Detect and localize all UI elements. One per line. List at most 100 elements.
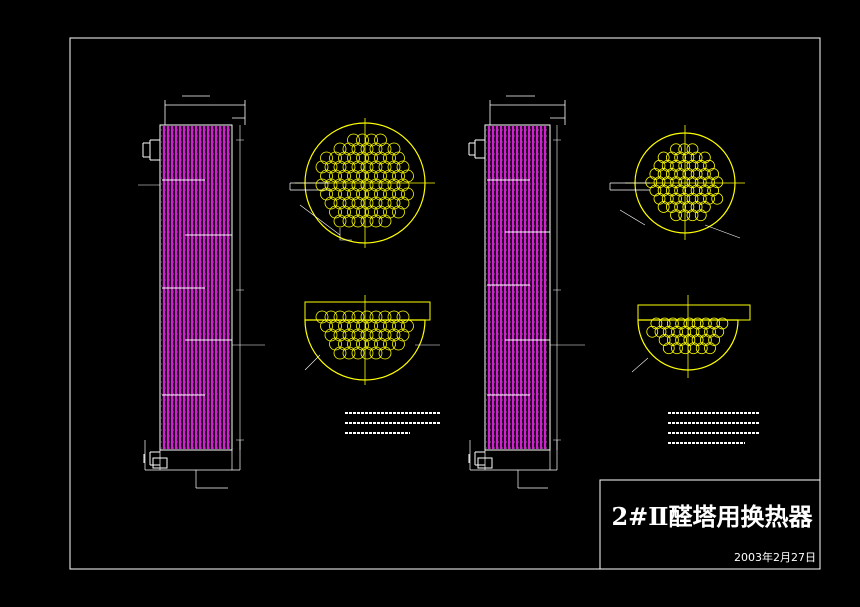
tube-hole-icon — [711, 176, 724, 189]
tube-hole-icon — [674, 168, 687, 180]
tube-hole-icon — [645, 176, 658, 189]
tube-hole-icon — [342, 346, 356, 360]
tube-hole-icon — [387, 178, 401, 192]
nozzle-bottom-left — [143, 451, 160, 466]
tube-hole-icon — [392, 319, 405, 333]
tube-hole-icon — [703, 192, 715, 205]
tube-hole-icon — [678, 192, 691, 205]
tube-hole-icon — [360, 346, 374, 360]
tube-hole-icon — [347, 133, 360, 147]
tube-hole-icon — [356, 151, 369, 165]
tube-hole-icon — [365, 319, 378, 333]
tube-hole-icon — [342, 310, 356, 324]
tube-hole-icon — [347, 169, 360, 183]
tube-hole-icon — [646, 325, 659, 338]
tube-hole-icon — [653, 176, 666, 189]
tube-hole-icon — [662, 342, 675, 355]
tube-hole-icon — [687, 325, 700, 338]
tube-hole-icon — [690, 168, 703, 180]
tube-hole-icon — [329, 337, 342, 351]
tube-hole-icon — [338, 187, 351, 201]
tube-hole-icon — [378, 160, 392, 174]
tube-hole-icon — [649, 168, 662, 180]
tube-hole-icon — [649, 184, 662, 197]
nozzle-top-left — [142, 139, 160, 161]
notes-right — [668, 412, 760, 444]
tube-hole-icon — [682, 151, 695, 164]
tube-hole-icon — [383, 319, 396, 333]
tube-hole-icon — [329, 319, 342, 333]
tube-hole-icon — [342, 178, 356, 192]
tube-hole-icon — [342, 328, 356, 342]
tube-hole-icon — [695, 325, 708, 338]
tubesheet-left-full — [289, 118, 435, 248]
tube-hole-icon — [356, 205, 369, 219]
tube-hole-icon — [674, 151, 687, 164]
support-right — [469, 440, 558, 489]
tube-hole-icon — [396, 328, 410, 342]
tube-hole-icon — [360, 160, 374, 174]
tube-hole-icon — [670, 209, 682, 222]
tube-hole-icon — [694, 192, 707, 205]
tubesheet-right-full — [609, 125, 745, 240]
tube-hole-icon — [351, 310, 365, 324]
tube-hole-icon — [661, 159, 674, 172]
tube-hole-icon — [678, 143, 691, 156]
tube-hole-icon — [378, 328, 392, 342]
tube-hole-icon — [320, 319, 333, 333]
tube-hole-icon — [650, 317, 663, 330]
tube-hole-icon — [686, 159, 699, 172]
tube-hole-icon — [324, 178, 338, 192]
support-foot-left — [152, 457, 168, 469]
dim-top-right — [489, 95, 566, 125]
tube-hole-icon — [694, 176, 707, 189]
tube-hole-icon — [698, 151, 711, 164]
tube-hole-icon — [365, 169, 378, 183]
tube-hole-icon — [347, 151, 360, 165]
tube-hole-icon — [396, 196, 410, 210]
tube-hole-icon — [347, 319, 360, 333]
tube-hole-icon — [683, 334, 696, 346]
tube-hole-icon — [338, 337, 351, 351]
tube-hole-icon — [708, 317, 721, 330]
dim-top-left — [164, 95, 246, 125]
tube-hole-icon — [374, 319, 387, 333]
tube-hole-icon — [360, 214, 374, 228]
tube-hole-icon — [356, 337, 369, 351]
tube-hole-icon — [324, 310, 338, 324]
tube-hole-icon — [679, 325, 692, 338]
tube-hole-icon — [699, 317, 712, 330]
tube-hole-icon — [338, 205, 351, 219]
tube-hole-icon — [653, 192, 666, 205]
tube-hole-icon — [320, 151, 333, 165]
tube-hole-icon — [333, 214, 347, 228]
tube-hole-icon — [392, 151, 405, 165]
title-block-title: 2#Ⅱ醛塔用换热器 — [611, 502, 813, 531]
tube-hole-icon — [342, 142, 356, 156]
tube-hole-icon — [374, 205, 387, 219]
tube-hole-icon — [698, 184, 711, 197]
tube-hole-icon — [351, 178, 365, 192]
tube-hole-icon — [369, 310, 383, 324]
tube-hole-icon — [383, 337, 396, 351]
tube-hole-icon — [657, 184, 670, 197]
tube-hole-icon — [686, 192, 699, 205]
tube-hole-icon — [315, 178, 329, 192]
tubesheet-right-half — [631, 295, 751, 378]
tube-hole-icon — [387, 160, 401, 174]
tube-hole-icon — [356, 169, 369, 183]
tube-hole-icon — [333, 328, 347, 342]
tube-hole-icon — [369, 346, 383, 360]
tube-hole-icon — [670, 192, 682, 205]
tube-hole-icon — [708, 334, 721, 346]
tube-hole-icon — [356, 319, 369, 333]
tube-hole-icon — [315, 310, 329, 324]
support-left — [144, 440, 241, 489]
tube-hole-icon — [351, 214, 365, 228]
tube-hole-icon — [690, 201, 703, 213]
tube-hole-icon — [392, 169, 405, 183]
tube-hole-icon — [369, 142, 383, 156]
tube-hole-icon — [347, 337, 360, 351]
dim-right-right — [550, 125, 585, 450]
tube-hole-icon — [374, 133, 387, 147]
